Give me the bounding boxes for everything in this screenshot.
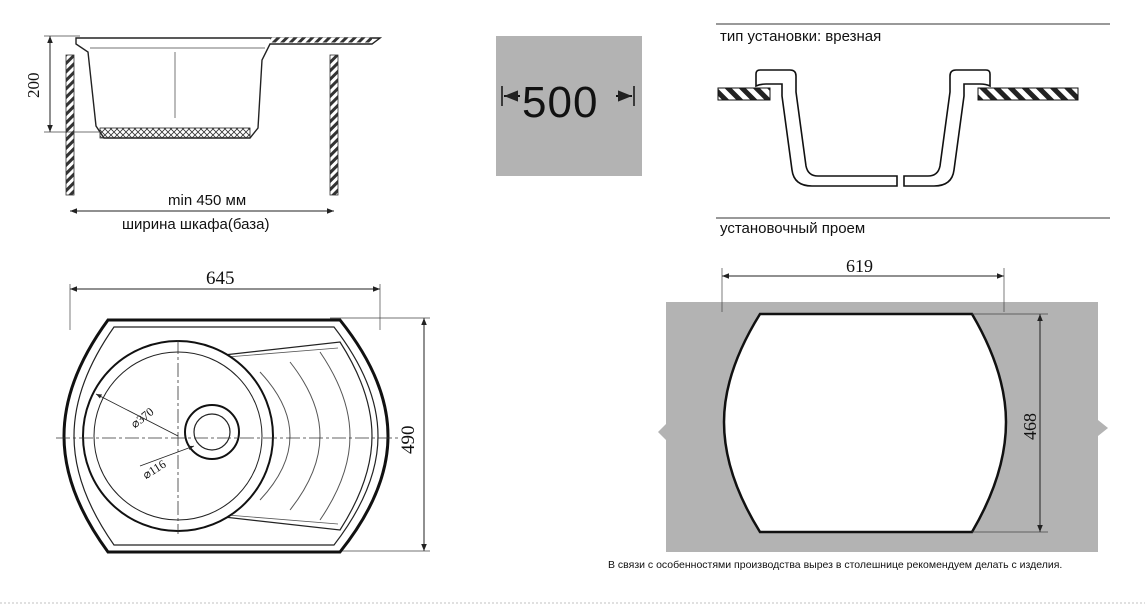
cabinet-badge-value: 500: [522, 78, 599, 127]
drain: [184, 404, 240, 460]
side-height-dim-label: 200: [24, 72, 43, 99]
countertop-left: [717, 87, 771, 101]
cutout-width-dim-label: 619: [846, 256, 873, 276]
sink-wall-right: [903, 69, 991, 187]
install-type-section: [716, 23, 1110, 187]
badge-box: [496, 36, 642, 176]
top-depth-dim-label: 490: [398, 425, 419, 455]
cutout-section: [658, 217, 1110, 552]
install-type-label: тип установки: врезная: [720, 28, 882, 45]
top-width-dim-label: 645: [206, 268, 235, 289]
sink-wall-left: [755, 69, 898, 187]
min-width-label: min 450 мм: [168, 192, 247, 209]
cabinet-wall-right: [329, 54, 339, 196]
sink-profile: [75, 37, 383, 139]
cabinet-badge: [496, 36, 642, 176]
cabinet-width-label: ширина шкафа(база): [122, 216, 270, 233]
cutout-opening: [722, 312, 1008, 534]
production-note: В связи с особенностями производства выр…: [608, 559, 1063, 571]
cutout-height-dim-label: 468: [1020, 413, 1040, 440]
sink-base-hatch: [99, 127, 251, 139]
side-view: [44, 35, 383, 214]
cutout-title: установочный проем: [720, 220, 866, 237]
countertop-right: [977, 87, 1079, 101]
dim-leader-116: [139, 445, 195, 467]
dim-leader-370: [95, 393, 179, 437]
top-view: [56, 284, 430, 554]
cabinet-wall-left: [65, 54, 75, 196]
